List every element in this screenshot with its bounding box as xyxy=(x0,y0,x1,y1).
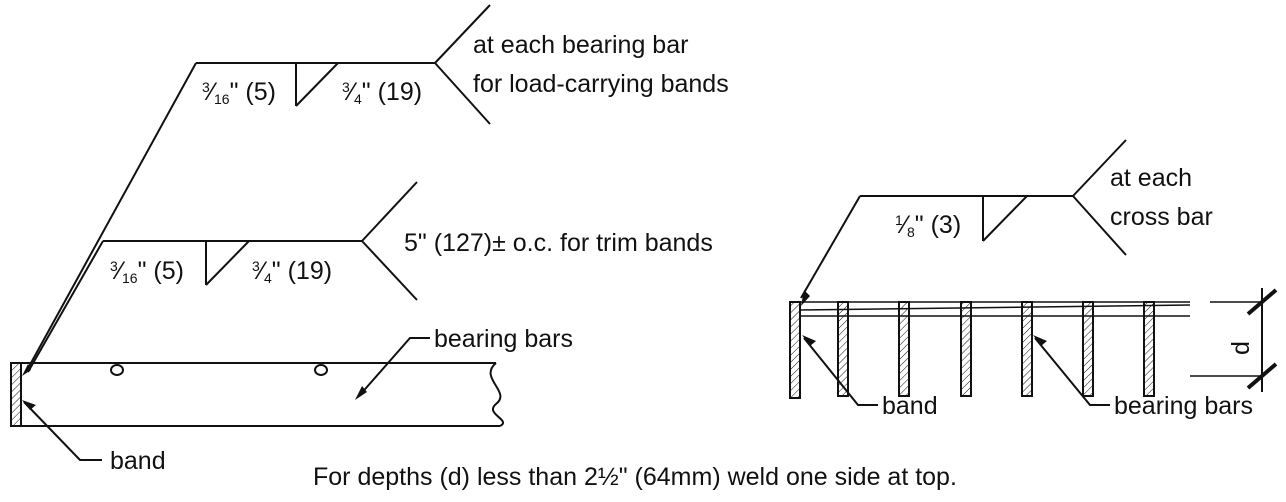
mid-fillet-symbol-hyp xyxy=(205,240,250,286)
mid-weld-length-right: 3⁄4" (19) xyxy=(252,257,332,286)
bearing-bars-leader-right xyxy=(1034,337,1110,406)
right-detail: 1⁄8" (3) at each cross bar band xyxy=(789,139,1278,420)
band-label-right: band xyxy=(882,392,938,420)
right-weld-size: 1⁄8" (3) xyxy=(895,211,961,240)
right-grating-section: band bearing bars xyxy=(789,290,1253,420)
band-leader-right xyxy=(803,337,878,406)
right-fillet-symbol-hyp xyxy=(982,195,1028,242)
mid-weld-symbol: 3⁄16" (5) 3⁄4" (19) 5" (127)± o.c. for t… xyxy=(27,181,713,373)
bearing-bar-section-1 xyxy=(837,301,849,397)
weld-arrow-left xyxy=(22,364,31,376)
right-weld-symbol: 1⁄8" (3) at each cross bar xyxy=(800,139,1213,299)
right-weld-tail-lower xyxy=(1072,195,1127,256)
footer-note: For depths (d) less than 2½" (64mm) weld… xyxy=(313,463,957,491)
mid-weld-tail-lower xyxy=(361,240,418,301)
depth-dimension: d xyxy=(1190,288,1278,392)
top-fillet-symbol-hyp xyxy=(295,62,339,107)
dimension-label-d: d xyxy=(1227,341,1255,355)
band-leader-left xyxy=(23,401,102,461)
bearing-bars-leader-left xyxy=(358,337,430,397)
bearing-bar-section-3 xyxy=(960,301,972,397)
mid-weld-size-left: 3⁄16" (5) xyxy=(110,257,184,286)
left-bar-assembly: band bearing bars xyxy=(10,325,573,475)
right-weld-note-line1: at each xyxy=(1110,164,1192,192)
bearing-bars-arrowhead-right xyxy=(1033,335,1047,346)
top-weld-tail-lower xyxy=(434,62,491,125)
top-weld-leader-line xyxy=(25,62,197,373)
bearing-bars-label-right: bearing bars xyxy=(1114,392,1253,420)
bearing-bar-section-5 xyxy=(1082,301,1094,397)
right-band-section xyxy=(789,301,801,399)
bearing-bar-section-6 xyxy=(1143,301,1155,397)
right-weld-note-line2: cross bar xyxy=(1110,203,1213,231)
mid-weld-note: 5" (127)± o.c. for trim bands xyxy=(404,229,713,257)
top-weld-length-right: 3⁄4" (19) xyxy=(342,78,422,107)
bearing-bar-section-2 xyxy=(898,301,910,397)
left-detail: 3⁄16" (5) 3⁄4" (19) at each bearing bar … xyxy=(10,4,729,475)
right-weld-leader-line xyxy=(800,195,861,299)
dimension-tick-bottom xyxy=(1246,362,1278,390)
cross-bar-top-line-2 xyxy=(799,304,1191,311)
weld-arrow-right xyxy=(801,290,810,306)
bearing-bar-section-4 xyxy=(1021,301,1033,397)
top-weld-tail-upper xyxy=(434,4,491,64)
cross-bar-circle-1 xyxy=(110,364,124,376)
top-weld-size-left: 3⁄16" (5) xyxy=(202,78,276,107)
bearing-bar-break-line xyxy=(489,362,504,427)
band-label-left: band xyxy=(110,447,166,475)
mid-weld-leader-line xyxy=(27,240,104,373)
bearing-bars-label-left: bearing bars xyxy=(434,325,573,353)
cross-bar-circle-2 xyxy=(314,364,328,376)
dimension-tick-top xyxy=(1246,288,1278,316)
band-arrowhead-right xyxy=(802,335,816,346)
top-weld-note-line1: at each bearing bar xyxy=(473,31,688,59)
left-band-section xyxy=(10,362,22,427)
right-weld-tail-upper xyxy=(1072,139,1127,197)
mid-weld-tail-upper xyxy=(361,181,418,242)
top-weld-note-line2: for load-carrying bands xyxy=(473,70,729,98)
top-weld-symbol: 3⁄16" (5) 3⁄4" (19) at each bearing bar … xyxy=(25,4,729,373)
